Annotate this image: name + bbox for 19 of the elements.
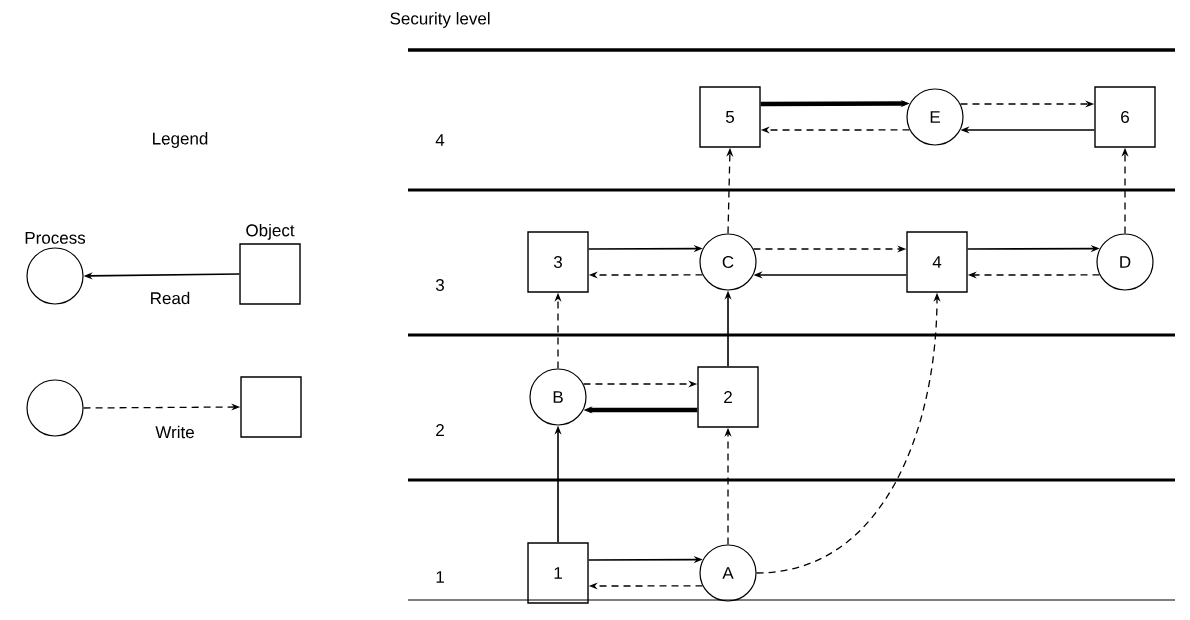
level-number: 1: [436, 571, 444, 583]
object-box: 3: [527, 231, 589, 293]
process-circle: [26, 379, 84, 437]
object-box: Object: [239, 223, 301, 305]
object-box: [240, 376, 302, 438]
object-box: 5: [699, 86, 761, 148]
object-box: 1: [527, 542, 589, 604]
level-number: 2: [436, 424, 444, 436]
level-number: 4: [435, 134, 445, 146]
level-number: 3: [435, 278, 444, 291]
node-label: Object: [246, 223, 295, 240]
object-box: 6: [1094, 86, 1156, 148]
axis-title: Security level: [390, 12, 490, 28]
object-box: 4: [906, 231, 968, 293]
edge-label: Write: [154, 424, 196, 440]
edge-label: Read: [148, 290, 192, 306]
object-box: 2: [697, 366, 759, 428]
legend-title: Legend: [153, 132, 208, 148]
node-label: Process: [25, 231, 86, 244]
